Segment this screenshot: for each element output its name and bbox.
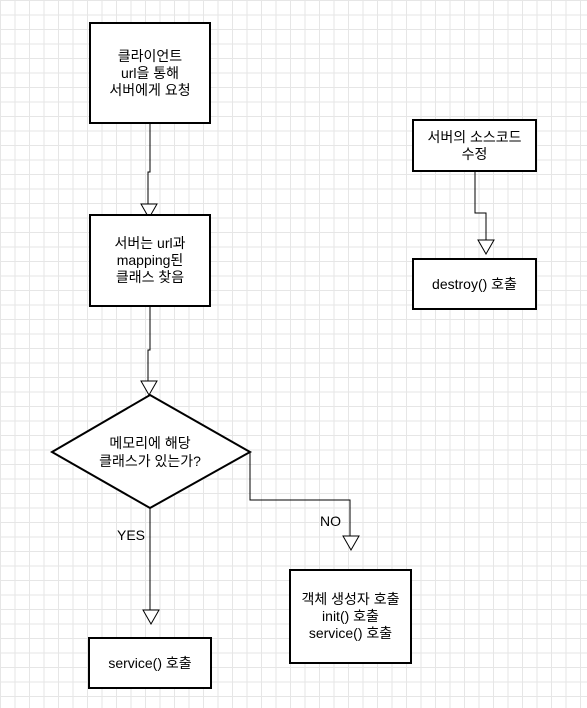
edge-label-no: NO: [320, 513, 341, 529]
arrowhead-destroy: [477, 239, 495, 256]
edge-no: [249, 452, 351, 536]
client-request-text: 클라이언트 url을 통해 서버에게 요청: [109, 47, 191, 98]
service-call-text: service() 호출: [108, 654, 192, 671]
service-call-node: service() 호출: [88, 637, 212, 689]
edge-label-yes: YES: [117, 527, 146, 543]
arrowhead-find: [140, 203, 158, 220]
find-class-node: 서버는 url과 mapping된 클래스 찾음: [89, 214, 211, 307]
create-object-node: 객체 생성자 호출 init() 호출 service() 호출: [289, 569, 412, 664]
client-request-node: 클라이언트 url을 통해 서버에게 요청: [89, 22, 211, 124]
arrowhead-create: [342, 535, 360, 552]
create-object-text: 객체 생성자 호출 init() 호출 service() 호출: [301, 591, 400, 641]
edge-modify-to-destroy: [474, 172, 487, 240]
find-class-text: 서버는 url과 mapping된 클래스 찾음: [114, 235, 186, 285]
edge-find-to-decision: [147, 307, 151, 381]
edge-client-to-find: [147, 124, 151, 204]
modify-source-text: 서버의 소스코드 수정: [427, 128, 522, 162]
arrowhead-decision: [140, 380, 158, 397]
decision-text: 메모리에 해당 클래스가 있는가?: [99, 435, 201, 469]
arrowhead-service: [142, 609, 160, 626]
decision-diamond: [49, 393, 253, 510]
modify-source-node: 서버의 소스코드 수정: [412, 119, 537, 172]
destroy-call-node: destroy() 호출: [412, 258, 537, 310]
destroy-call-text: destroy() 호출: [432, 275, 517, 292]
